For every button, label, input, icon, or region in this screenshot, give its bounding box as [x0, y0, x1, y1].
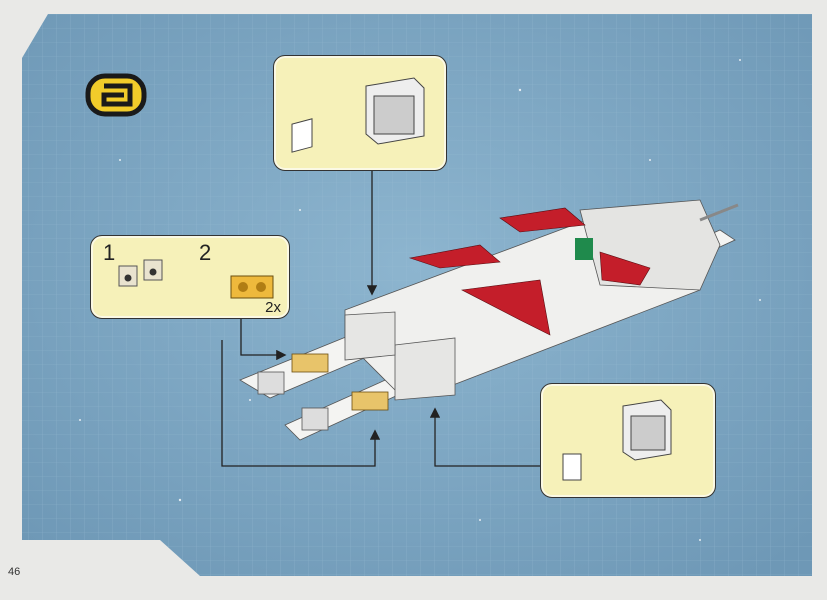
headlight-brick-illustration	[118, 259, 274, 299]
door-assembly-illustration	[291, 77, 425, 153]
spaceship-model	[239, 199, 739, 441]
page-number: 46	[8, 566, 21, 578]
sub-step-2: 2	[199, 240, 212, 265]
connector-lines	[221, 170, 541, 467]
step-number	[85, 73, 147, 117]
door-assembly-illustration	[562, 399, 672, 481]
callout-bottom-right	[540, 383, 716, 498]
callout-top	[273, 55, 447, 171]
sub-step-1: 1	[103, 240, 116, 265]
quantity-label: 2x	[265, 299, 281, 316]
callout-left: 1 2 2x	[90, 235, 290, 319]
